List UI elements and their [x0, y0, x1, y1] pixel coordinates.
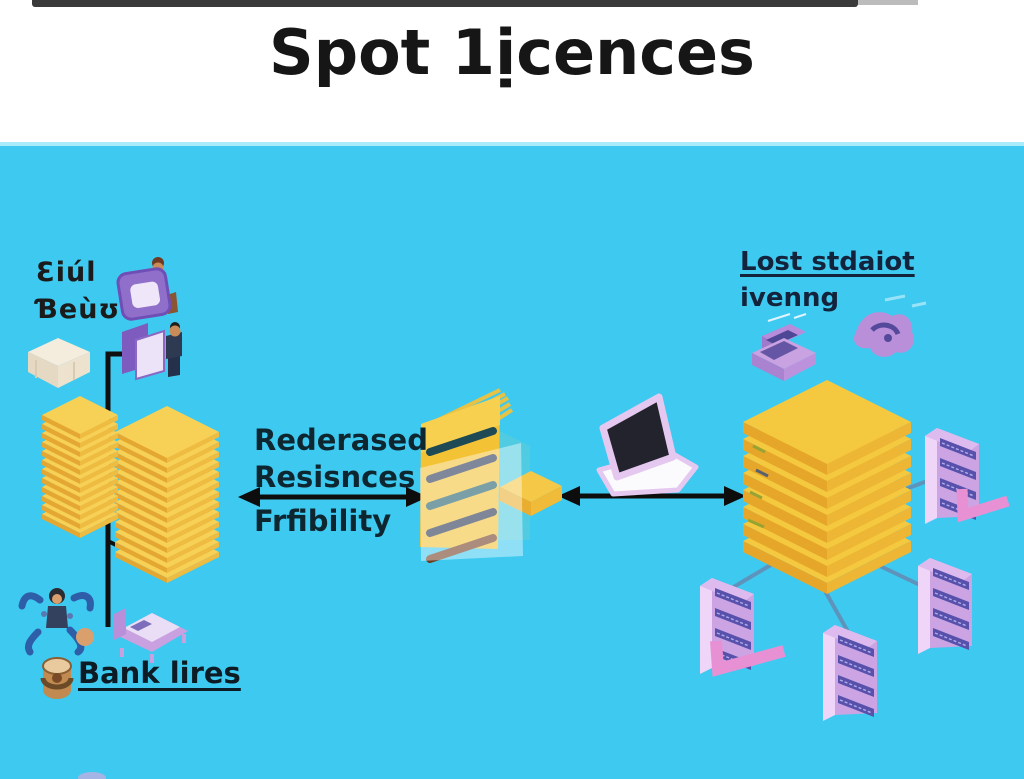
printer-icon	[752, 313, 816, 381]
corner-bracket-bottom-icon	[710, 640, 786, 677]
bed-icon	[114, 608, 188, 663]
label-top-right-line1: Lost stdaiot	[740, 247, 915, 277]
bottom-edge-smudge	[78, 772, 106, 779]
document-stack-large-icon	[115, 406, 219, 583]
person-with-folder-icon	[122, 322, 182, 381]
label-bank: Bank lires	[78, 656, 241, 690]
label-top-left-line1: Ɛiúl	[36, 257, 97, 288]
person-on-tile-icon	[116, 257, 178, 321]
double-arrow-left	[238, 487, 428, 507]
faint-marks	[884, 294, 927, 308]
server-tower-bottom-center-icon	[822, 624, 878, 722]
header-band	[0, 0, 1024, 142]
double-arrow-right	[558, 486, 746, 506]
cyan-band-edge	[0, 142, 1024, 146]
label-center-line1: Rederased	[254, 423, 428, 457]
label-center-line2: Resisnces	[254, 460, 416, 494]
document-stack-small-icon	[42, 396, 118, 538]
laptop-icon	[596, 393, 699, 497]
pallet-box-icon	[28, 338, 90, 388]
money-barrel-icon	[40, 657, 74, 699]
corner-bracket-right-icon	[956, 488, 1010, 523]
server-stack-icon	[743, 380, 911, 594]
label-top-right-line2: ivenng	[740, 283, 840, 313]
label-center-line3: Frfibility	[254, 504, 392, 538]
top-edge-streak-faint	[858, 0, 918, 5]
juggler-icon	[18, 588, 94, 656]
label-top-right: Lost stdaiot ivenng	[740, 244, 915, 316]
server-tower-bottom-right-icon	[917, 557, 973, 655]
game-controller-icon	[853, 312, 914, 357]
top-edge-streak	[32, 0, 858, 7]
striped-tower-icon	[420, 388, 562, 563]
page-title: Spot 1ịcences	[269, 16, 755, 89]
label-top-left-line2: Ɓeùʊ	[36, 294, 121, 325]
